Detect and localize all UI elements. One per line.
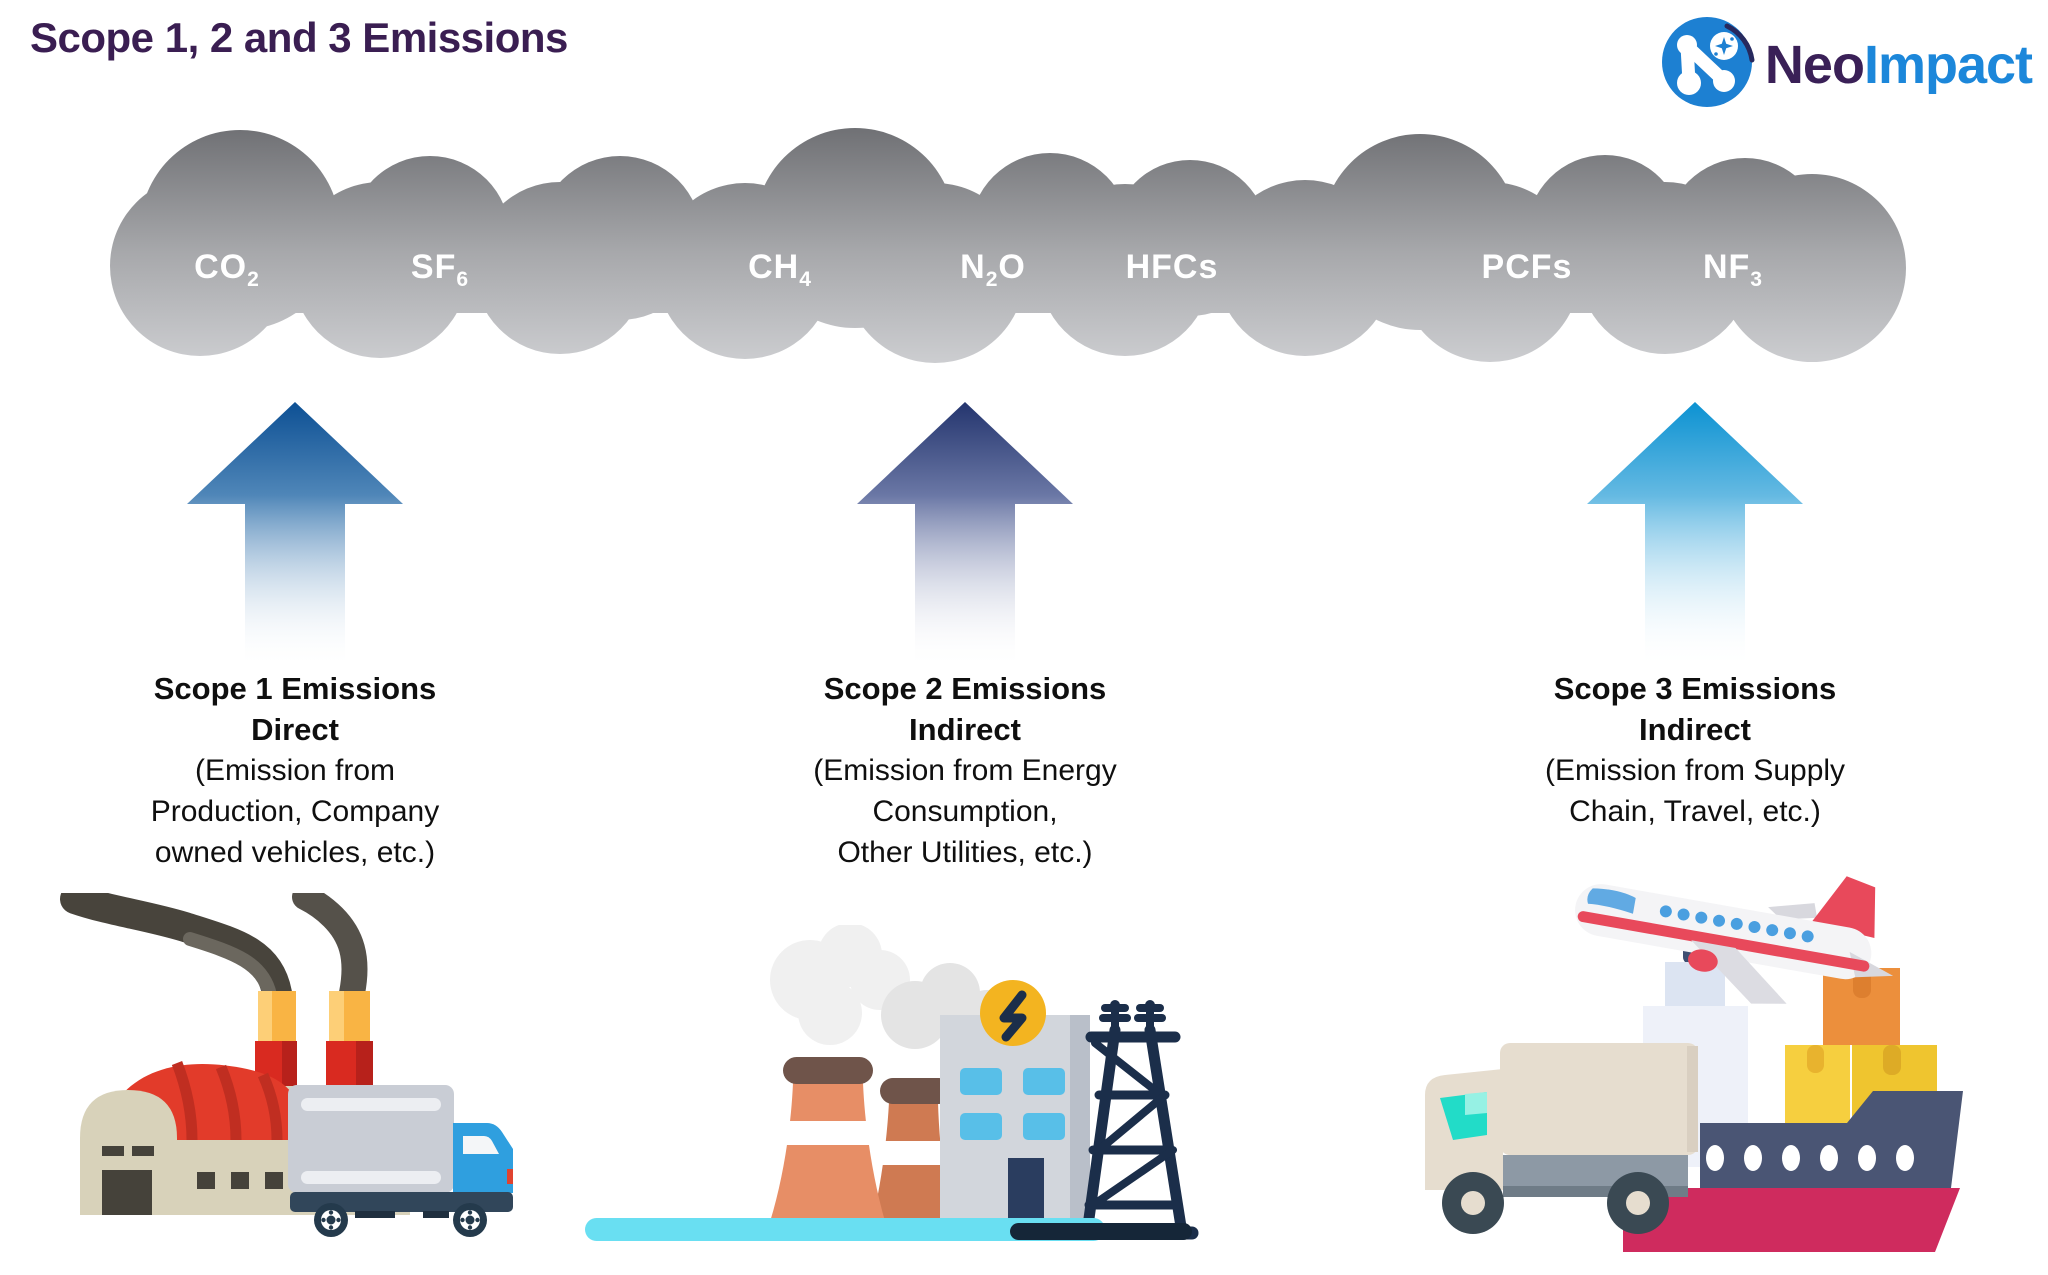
cloud-shape bbox=[110, 128, 1906, 363]
truck-wheel bbox=[453, 1203, 487, 1237]
page-title: Scope 1, 2 and 3 Emissions bbox=[30, 14, 568, 61]
scope1-text-block: Scope 1 Emissions Direct (Emission from … bbox=[35, 668, 555, 873]
scope2-up-arrow-icon bbox=[855, 400, 1075, 670]
scope1-description: (Emission from Production, Company owned… bbox=[150, 754, 440, 869]
scope2-type: Indirect bbox=[909, 712, 1021, 747]
scope1-title: Scope 1 Emissions bbox=[153, 671, 437, 706]
truck-wheel bbox=[314, 1203, 348, 1237]
neoimpact-logo-icon bbox=[1659, 14, 1755, 115]
brand-logo: NeoImpact bbox=[1659, 14, 2033, 115]
emissions-cloud: CO2 SF6 CH4 N2O HFCs PCFs NF3 bbox=[100, 118, 1930, 368]
gas-label-hfcs: HFCs bbox=[1125, 248, 1219, 286]
scope1-up-arrow-icon bbox=[185, 400, 405, 670]
gas-label-sf6: SF6 bbox=[410, 248, 470, 291]
scope3-up-arrow-icon bbox=[1585, 400, 1805, 670]
airplane bbox=[1575, 876, 1894, 1004]
scope2-text-block: Scope 2 Emissions Indirect (Emission fro… bbox=[705, 668, 1225, 873]
scope3-type: Indirect bbox=[1639, 712, 1751, 747]
scope2-description: (Emission from Energy Consumption, Other… bbox=[813, 754, 1117, 869]
scope1-type: Direct bbox=[251, 712, 339, 747]
supply-chain-illustration bbox=[1415, 850, 2048, 1265]
factory-truck-illustration bbox=[55, 884, 555, 1265]
brand-name: NeoImpact bbox=[1764, 17, 2033, 113]
scope3-description: (Emission from Supply Chain, Travel, etc… bbox=[1544, 754, 1846, 828]
gas-label-n2o: N2O bbox=[960, 248, 1026, 291]
scope3-title: Scope 3 Emissions bbox=[1553, 671, 1837, 706]
gas-label-pcfs: PCFs bbox=[1481, 248, 1573, 286]
gas-label-ch4: CH4 bbox=[748, 248, 812, 291]
scope3-text-block: Scope 3 Emissions Indirect (Emission fro… bbox=[1435, 668, 1955, 832]
scope2-title: Scope 2 Emissions bbox=[823, 671, 1107, 706]
gas-label-nf3: NF3 bbox=[1702, 248, 1764, 291]
brand-name-neo: Neo bbox=[1764, 34, 1865, 95]
power-plant-illustration bbox=[575, 923, 1255, 1265]
brand-name-impact: Impact bbox=[1863, 34, 2033, 95]
gas-label-co2: CO2 bbox=[194, 248, 260, 291]
